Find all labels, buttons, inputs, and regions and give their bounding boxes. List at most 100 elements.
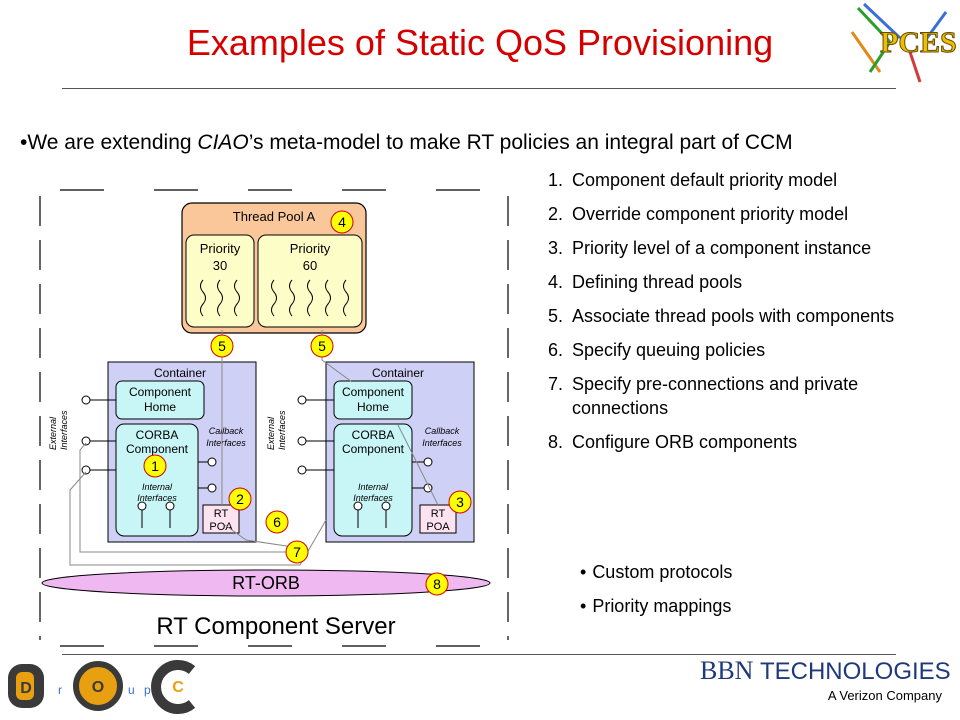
thread-pool-label: Thread Pool A: [233, 209, 316, 224]
doc-letter-o: O: [92, 679, 104, 696]
doc-group-logo: D r O u p C: [8, 660, 196, 714]
doc-letter-p: p: [144, 683, 151, 697]
left-callback-line2: Interfaces: [206, 438, 246, 448]
step-text: Priority level of a component instance: [572, 238, 872, 258]
right-callback-line1: Callback: [425, 426, 460, 436]
step-number: 7.: [548, 374, 564, 394]
step-text: Associate thread pools with components: [572, 306, 895, 326]
left-corba-component: [115, 423, 199, 537]
marker-7: 7: [285, 540, 309, 564]
substep-item: Custom protocols: [580, 560, 732, 584]
left-ports: [81, 395, 217, 528]
intro-bullet: •We are extending CIAO’s meta-model to m…: [20, 128, 950, 157]
right-container-label: Container: [372, 366, 424, 380]
rt-orb-label: RT-ORB: [232, 573, 300, 593]
step-number: 8.: [548, 432, 564, 452]
left-external-line1: External: [48, 416, 58, 450]
doc-letter-d: D: [20, 680, 32, 697]
right-rtpoa-line1: RT: [431, 508, 446, 520]
marker-5b: 5: [310, 334, 334, 358]
bbn-wordmark: BBN TECHNOLOGIES: [700, 656, 951, 686]
marker-6: 6: [265, 510, 289, 534]
left-rtpoa-line1: RT: [214, 508, 229, 520]
right-home-line2: Home: [357, 400, 389, 414]
right-internal-line2: Interfaces: [353, 493, 393, 503]
right-rtpoa-line2: POA: [426, 521, 450, 533]
marker-4: 4: [330, 210, 354, 234]
marker-4-label: 4: [338, 214, 346, 230]
marker-1-label: 1: [151, 458, 159, 474]
marker-5a-label: 5: [218, 338, 226, 354]
step-text: Defining thread pools: [572, 272, 743, 292]
step-text: Configure ORB components: [572, 432, 798, 452]
marker-2-label: 2: [236, 491, 244, 507]
right-corba-line1: CORBA: [352, 428, 395, 442]
doc-letter-r: r: [58, 683, 62, 697]
connection-lines: [69, 330, 439, 566]
left-rt-poa: [202, 504, 240, 534]
doc-d: D: [8, 664, 44, 708]
step-item: 4.Defining thread pools: [548, 270, 948, 294]
bbn-main-text2: TECHNOLOGIES: [759, 658, 951, 685]
substeps-list: Custom protocols Priority mappings: [580, 560, 732, 628]
intro-em: CIAO: [197, 131, 249, 154]
pces-logo: PCES: [850, 2, 956, 83]
intro-suffix: ’s meta-model to make RT policies an int…: [248, 131, 793, 154]
lane-60-value: 60: [303, 258, 317, 273]
right-home-line1: Component: [342, 385, 405, 399]
left-callback-line1: Callback: [209, 426, 244, 436]
step-item: 5. Associate thread pools with components: [548, 304, 948, 328]
marker-5a: 5: [210, 334, 234, 358]
lane-30-value: 30: [213, 258, 227, 273]
step-text: Override component priority model: [572, 204, 849, 224]
step-text: Specify pre-connections and private conn…: [572, 374, 859, 418]
left-external-line2: Interfaces: [59, 410, 69, 450]
doc-c: C: [151, 660, 196, 714]
marker-8: 8: [425, 572, 449, 596]
doc-letter-c: C: [172, 679, 184, 696]
doc-letter-u: u: [128, 683, 135, 697]
marker-2: 2: [228, 487, 252, 511]
marker-3: 3: [448, 490, 472, 514]
lane-60-label: Priority: [290, 241, 331, 256]
right-external-line2: Interfaces: [277, 410, 287, 450]
step-item: 8. Configure ORB components: [548, 430, 948, 454]
lane-30-label: Priority: [200, 241, 241, 256]
server-label: RT Component Server: [156, 613, 395, 640]
step-number: 3.: [548, 238, 564, 258]
left-internal-line2: Interfaces: [137, 493, 177, 503]
left-home-line2: Home: [144, 400, 176, 414]
right-internal-line1: Internal: [358, 482, 389, 492]
step-markers: 4 5 5 1 2 3 6 7 8: [143, 210, 472, 596]
left-home-line1: Component: [129, 385, 192, 399]
right-external-line1: External: [266, 416, 276, 450]
slide-title: Examples of Static QoS Provisioning: [186, 22, 774, 63]
step-item: 3. Priority level of a component instance: [548, 236, 948, 260]
marker-6-label: 6: [273, 514, 281, 530]
lane-60: [257, 234, 363, 328]
right-callback-line2: Interfaces: [422, 438, 462, 448]
marker-3-label: 3: [456, 494, 464, 510]
step-number: 2.: [548, 204, 564, 224]
step-item: 7. Specify pre-connections and private co…: [548, 372, 948, 420]
step-text: Specify queuing policies: [572, 340, 766, 360]
bbn-tagline: A Verizon Company: [827, 688, 942, 703]
left-rtpoa-line2: POA: [209, 521, 233, 533]
server-boundary: [39, 189, 509, 647]
left-container-label: Container: [154, 366, 206, 380]
left-corba-line2: Component: [126, 442, 189, 456]
marker-8-label: 8: [433, 576, 441, 592]
right-external-label: External Interfaces: [266, 410, 287, 450]
thread-squiggles: [200, 279, 349, 317]
left-corba-line1: CORBA: [136, 428, 179, 442]
footer-rule: [62, 654, 896, 655]
bbn-logo: BBN TECHNOLOGIES A Verizon Company: [700, 656, 951, 703]
title-rule: [62, 88, 896, 89]
right-corba-component: [333, 423, 413, 537]
step-text: Component default priority model: [572, 170, 838, 190]
step-number: 6.: [548, 340, 564, 360]
left-internal-line1: Internal: [142, 482, 173, 492]
step-number: 5.: [548, 306, 564, 326]
rt-orb: [41, 569, 491, 597]
